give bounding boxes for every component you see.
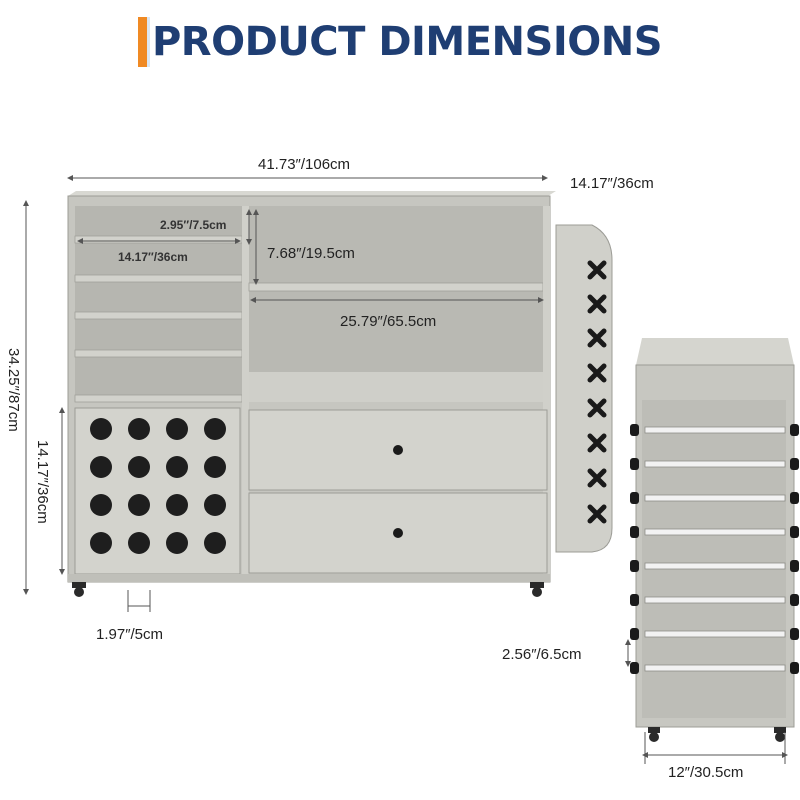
left-compartment	[75, 206, 242, 402]
small-shelf-width-label: 14.17″/36cm	[118, 250, 188, 264]
height-label: 34.25″/87cm	[5, 348, 22, 432]
caster-wheel-icon	[72, 582, 544, 597]
middle-shelf	[248, 282, 544, 292]
dimension-lines	[23, 175, 788, 764]
rack-bars	[644, 426, 786, 672]
title-block: PRODUCT DIMENSIONS	[0, 12, 800, 72]
shelf-gap-label: 7.68″/19.5cm	[267, 245, 355, 262]
right-side-panel	[543, 206, 550, 576]
right-compartment	[249, 206, 543, 378]
shelf-width-label: 25.79″/65.5cm	[340, 313, 437, 330]
cabinet-base	[68, 574, 550, 582]
rack-gap-label: 2.56″/6.5cm	[502, 646, 582, 663]
drawer-knob-icon	[393, 445, 403, 455]
drawer-knob-icon	[393, 528, 403, 538]
small-shelf-gap-label: 2.95″/7.5cm	[160, 218, 227, 232]
side-peg-icon	[630, 424, 799, 674]
hole-grid	[90, 418, 226, 554]
width-label: 41.73″/106cm	[258, 156, 351, 173]
title-accent-bar	[137, 17, 150, 67]
lower-shelf	[249, 372, 543, 402]
cabinet-top	[68, 191, 556, 196]
hole-gap-label: 1.97″/5cm	[96, 626, 164, 643]
peg-cross-icon	[587, 260, 607, 524]
center-divider	[242, 206, 249, 576]
depth-label: 14.17″/36cm	[570, 175, 654, 192]
side-width-label: 12″/30.5cm	[668, 764, 744, 781]
page-title: PRODUCT DIMENSIONS	[151, 19, 663, 65]
side-top	[636, 338, 794, 365]
cube-height-label: 14.17″/36cm	[34, 440, 51, 524]
side-cabinet	[630, 338, 799, 742]
caster-wheel-icon	[648, 727, 786, 742]
